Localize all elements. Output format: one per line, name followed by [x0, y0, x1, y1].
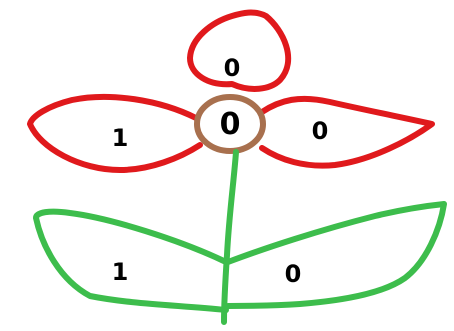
petal-left-digit: 1 — [112, 124, 129, 152]
center-digit: 0 — [220, 107, 241, 142]
leaf-left — [36, 212, 226, 310]
petal-right-digit: 0 — [312, 117, 329, 145]
stem — [224, 152, 236, 322]
petal-top-digit: 0 — [224, 54, 241, 82]
petal-right — [262, 99, 432, 166]
leaf-left-digit: 1 — [112, 258, 129, 286]
leaf-right-digit: 0 — [285, 260, 302, 288]
leaf-right — [228, 204, 444, 306]
